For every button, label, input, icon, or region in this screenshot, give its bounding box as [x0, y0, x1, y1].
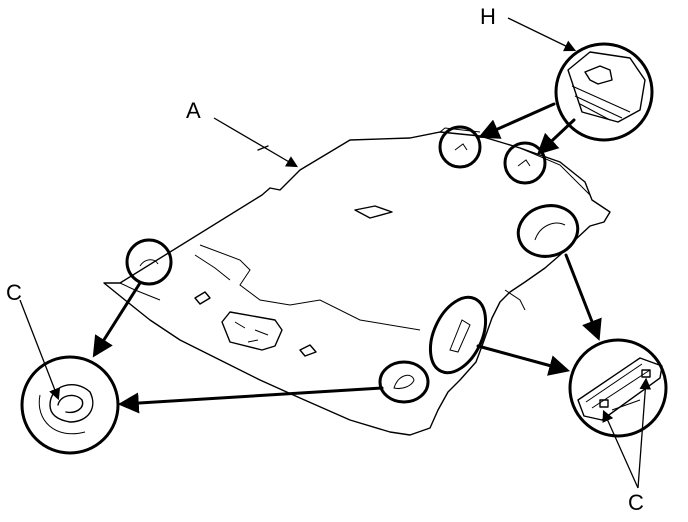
center-cutout	[354, 205, 393, 219]
label-a: A	[186, 98, 201, 123]
arrow-handle-to-right-detail	[564, 253, 602, 341]
label-c-right: C	[628, 490, 644, 515]
leader-c-right-2	[637, 377, 652, 489]
hook-location	[378, 360, 430, 404]
label-c-left: C	[6, 280, 22, 305]
label-leaders	[19, 17, 652, 489]
arrow-to-rear-clip-1	[478, 102, 556, 139]
highlight-circles	[125, 125, 580, 404]
clip-location-rear-1	[438, 125, 482, 169]
grab-handle-location-right	[516, 204, 580, 258]
arrow-front-handle-to-right-detail	[476, 344, 571, 376]
arrow-to-rear-clip-2	[536, 118, 576, 155]
leader-c-right-1	[602, 409, 639, 489]
arrow-hook-to-left-detail	[117, 386, 384, 414]
label-h: H	[480, 4, 496, 29]
grab-handle-location-front	[428, 295, 488, 375]
detail-circle-clips-c-right	[568, 338, 668, 438]
leader-a	[213, 117, 299, 168]
arrow-to-left-detail	[92, 281, 142, 358]
headliner-panel	[103, 127, 611, 436]
detail-circle-clip-h	[554, 42, 654, 142]
clip-location-rear-2	[503, 141, 547, 185]
pointer-arrows	[92, 102, 602, 414]
clip-location-left	[125, 238, 173, 286]
detail-circle-clip-c-left	[20, 355, 120, 455]
dome-light-cutout	[221, 311, 283, 351]
leader-h	[507, 17, 577, 52]
leader-c-left	[19, 299, 61, 401]
